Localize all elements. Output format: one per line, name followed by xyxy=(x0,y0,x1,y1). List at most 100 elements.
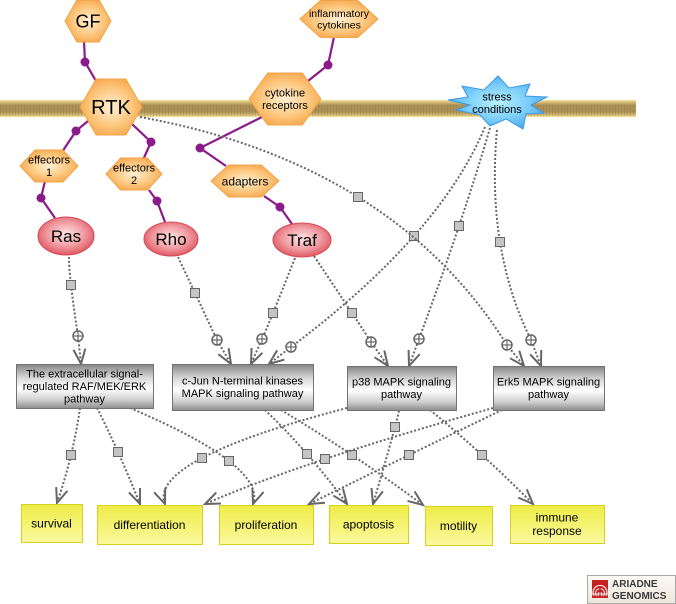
arrowhead-icon xyxy=(332,488,349,507)
erk-pathway-label: The extracellular signal- xyxy=(26,369,143,381)
arrowhead-icon xyxy=(72,348,87,367)
arrowhead-icon xyxy=(55,486,69,506)
regulation-line xyxy=(250,257,296,365)
mechanism-square-icon xyxy=(404,450,414,460)
stress-conditions-star xyxy=(447,75,549,130)
binding-dot xyxy=(195,143,205,153)
regulation-line xyxy=(177,256,232,365)
edge-jnk-pathway-to-motility xyxy=(280,409,426,507)
jnk-pathway-pathway-box xyxy=(172,364,314,411)
jnk-pathway-label: c-Jun N-terminal kinases xyxy=(182,376,304,388)
arrowhead-icon xyxy=(517,488,535,506)
mechanism-square-icon xyxy=(197,453,207,463)
positive-effect-icon xyxy=(525,334,537,346)
apoptosis-label: apoptosis xyxy=(343,517,394,531)
rtk-hexagon xyxy=(79,78,143,136)
inflammatory-cytokines-label: cytokines xyxy=(317,20,361,32)
rho-label: Rho xyxy=(155,230,186,249)
binding-dot xyxy=(323,60,333,70)
edge-rtk-to-effectors-2 xyxy=(131,123,156,161)
binding-line xyxy=(307,36,336,82)
erk5-pathway-pathway-box xyxy=(493,366,605,411)
positive-effect-icon xyxy=(365,336,377,348)
binding-dot xyxy=(71,126,81,136)
edge-traf-to-p38-pathway xyxy=(313,255,390,369)
regulation-line xyxy=(56,407,81,504)
positive-effect-icon xyxy=(256,333,268,345)
arrowhead-icon xyxy=(407,490,426,507)
edge-stress-conditions-to-p38-pathway xyxy=(407,127,491,369)
edge-rtk-to-effectors-1 xyxy=(61,120,89,153)
ariadne-genomics-logo[interactable]: ARIADNE GENOMICS xyxy=(587,575,676,604)
mechanism-square-icon xyxy=(390,422,400,432)
edge-effectors-1-to-ras xyxy=(36,180,56,219)
logo-line-1: ARIADNE xyxy=(612,579,658,590)
inflammatory-cytokines-label: inflammatory xyxy=(309,8,370,20)
regulation-line xyxy=(129,407,256,505)
arrowhead-icon xyxy=(202,491,222,506)
edge-p38-pathway-to-apoptosis xyxy=(370,407,401,507)
erk-pathway-label: pathway xyxy=(64,393,105,405)
immune-response-label: response xyxy=(532,524,582,538)
rho-node: Rho xyxy=(143,221,199,257)
erk5-pathway-label: pathway xyxy=(528,389,569,401)
proliferation-node: proliferation xyxy=(219,505,314,545)
edges-layer xyxy=(36,36,543,507)
adapters-node: adapters xyxy=(210,164,280,198)
effectors-2-hexagon xyxy=(105,157,163,191)
arrowhead-icon xyxy=(266,349,285,366)
rtk-label: RTK xyxy=(91,97,131,119)
binding-dot xyxy=(275,202,285,212)
edge-erk-pathway-to-differentiation xyxy=(96,407,142,507)
edge-cytokine-receptors-to-adapters xyxy=(195,116,263,167)
arrowhead-icon xyxy=(128,487,142,507)
gf-node: GF xyxy=(64,0,112,43)
p38-pathway-pathway-box xyxy=(347,366,457,411)
arrowhead-icon xyxy=(509,350,526,369)
ras-protein xyxy=(37,216,95,256)
mechanism-square-icon xyxy=(66,280,76,290)
edge-p38-pathway-to-immune-response xyxy=(429,409,535,506)
gf-label: GF xyxy=(76,12,101,32)
p38-pathway-label: p38 MAPK signaling xyxy=(352,377,451,389)
mechanism-square-icon xyxy=(495,237,505,247)
edge-p38-pathway-to-differentiation xyxy=(153,407,348,507)
edge-erk5-pathway-to-differentiation xyxy=(202,407,494,506)
immune-response-label: immune xyxy=(536,511,579,525)
regulation-line xyxy=(204,407,494,505)
survival-process-box xyxy=(21,504,83,543)
edge-ras-to-erk-pathway xyxy=(66,256,87,367)
regulation-line xyxy=(162,407,348,505)
erk5-pathway-label: Erk5 MAPK signaling xyxy=(497,377,600,389)
edge-erk-pathway-to-proliferation xyxy=(129,407,265,507)
apoptosis-process-box xyxy=(329,505,409,544)
mechanism-square-icon xyxy=(347,308,357,318)
mechanism-square-icon xyxy=(66,450,76,460)
arrowhead-icon xyxy=(370,487,384,507)
effectors-1-label: 1 xyxy=(46,167,52,179)
ras-label: Ras xyxy=(51,227,81,246)
edge-gf-to-rtk xyxy=(80,40,97,82)
mechanism-square-icon xyxy=(113,447,123,457)
mechanism-square-icon xyxy=(268,308,278,318)
binding-dot xyxy=(80,57,90,67)
edge-stress-conditions-to-erk5-pathway xyxy=(493,129,543,369)
edge-inflammatory-cytokines-to-cytokine-receptors xyxy=(307,36,336,82)
stress-conditions-label: stress xyxy=(482,92,512,104)
motility-label: motility xyxy=(440,519,477,533)
edge-erk5-pathway-to-proliferation xyxy=(306,409,503,506)
mechanism-square-icon xyxy=(302,449,312,459)
effectors-1-hexagon xyxy=(19,149,79,183)
mechanism-square-icon xyxy=(224,456,234,466)
regulation-line xyxy=(408,127,491,367)
rtk-node: RTK xyxy=(79,78,143,136)
traf-protein xyxy=(272,222,332,258)
edge-effectors-2-to-rho xyxy=(148,189,167,223)
